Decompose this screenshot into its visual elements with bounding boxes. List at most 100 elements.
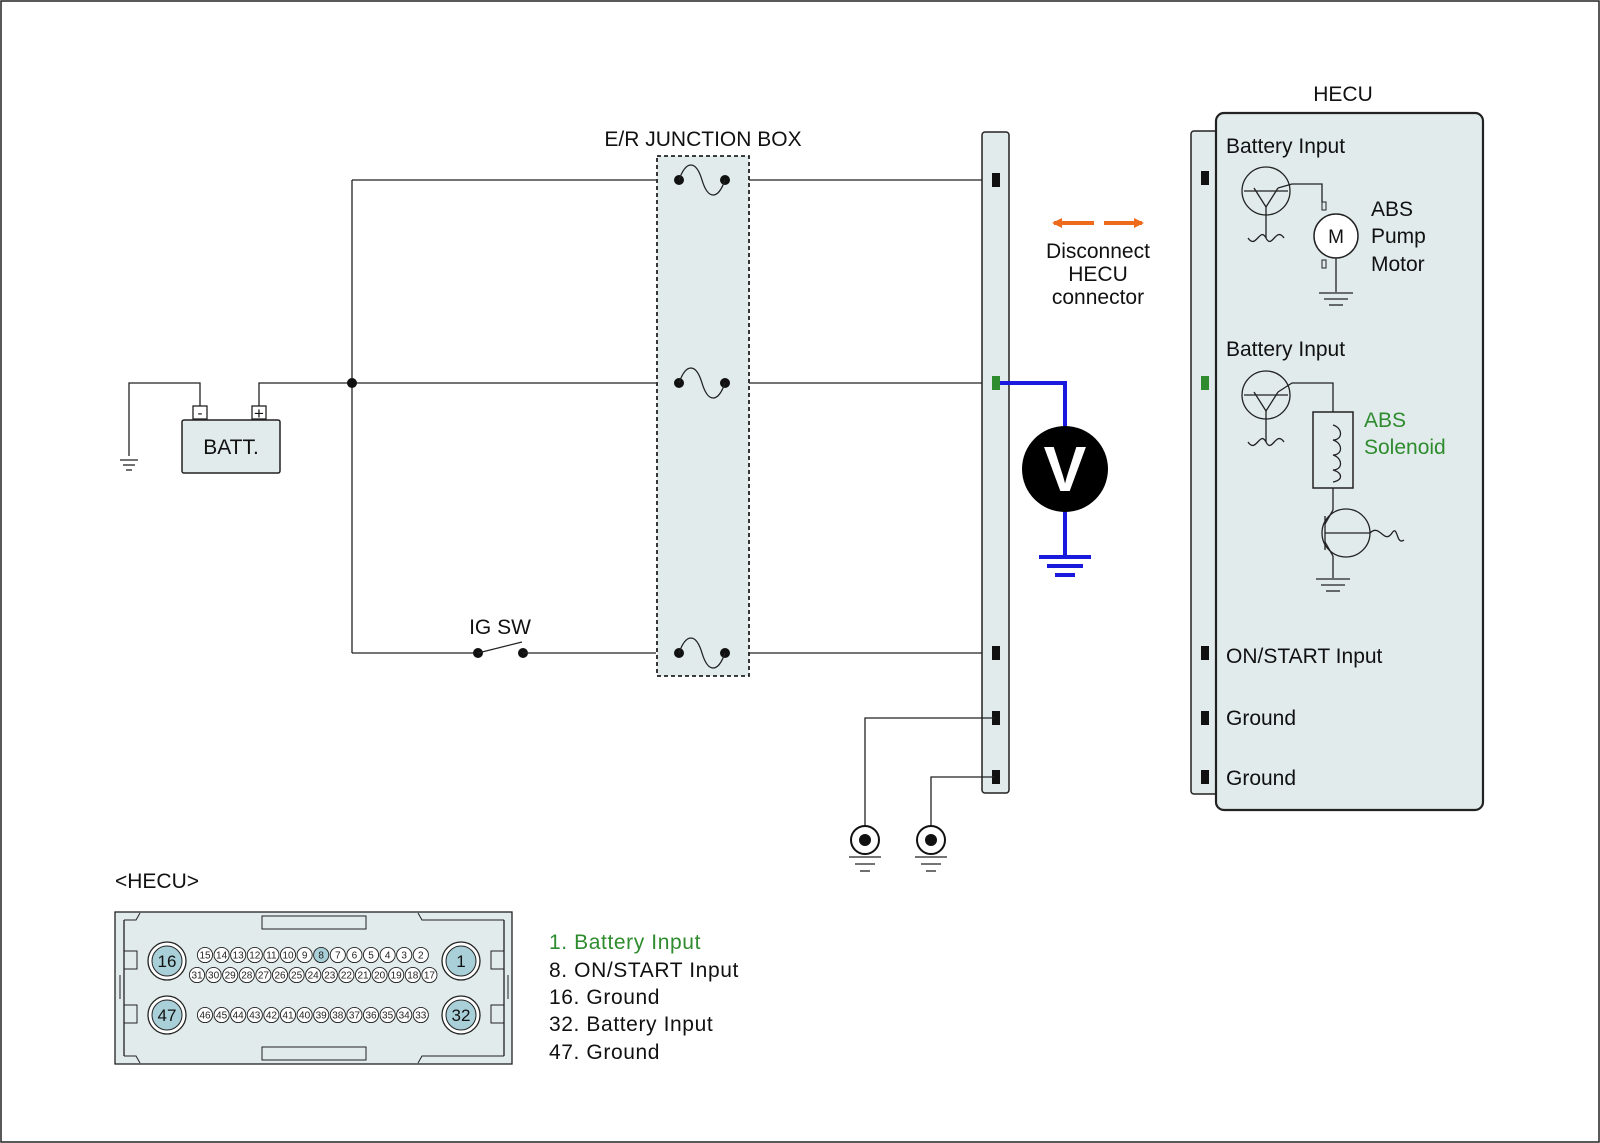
connector-pin-number: 3: [401, 951, 407, 962]
ig-switch: IG SW: [352, 616, 656, 658]
connector-pin: 38: [329, 1006, 346, 1024]
connector-pin: 25: [288, 966, 305, 984]
connector-pin: 5: [362, 946, 380, 964]
connector-pin: 22: [338, 966, 355, 984]
connector-pin: 42: [263, 1006, 280, 1024]
hecu-title: HECU: [1313, 83, 1373, 106]
hecu-pin-label: Ground: [1226, 767, 1296, 790]
connector-big-pin: 47: [147, 995, 187, 1035]
voltmeter: V: [1000, 381, 1108, 577]
connector-pin-number: 18: [407, 971, 419, 982]
connector-pin-number: 45: [216, 1011, 228, 1022]
hecu-pin-label: Battery Input: [1226, 135, 1345, 158]
bus-wire: [258, 382, 656, 406]
svg-text:32: 32: [452, 1006, 471, 1025]
motor-label-1: ABS: [1371, 198, 1413, 221]
harness-pin: [992, 711, 1000, 725]
connector-pin: 13: [230, 946, 247, 964]
pin-legend: 1. Battery Input 8. ON/START Input 16. G…: [549, 931, 739, 1064]
connector-pin: 21: [354, 966, 372, 984]
solenoid-label-2: Solenoid: [1364, 436, 1446, 459]
voltmeter-symbol: V: [1044, 433, 1087, 505]
connector-pin-number: 28: [241, 971, 253, 982]
connector-pin: 39: [313, 1006, 330, 1024]
connector-pin-number: 27: [258, 971, 270, 982]
connector-pin-number: 21: [357, 971, 369, 982]
connector-pin-number: 8: [318, 951, 324, 962]
chassis-ground-icon: [849, 825, 881, 872]
connector-pin-number: 4: [385, 951, 391, 962]
connector-pin: 6: [346, 946, 363, 964]
hecu-pin-label: Battery Input: [1226, 338, 1345, 361]
connector-big-pin: 1: [441, 941, 481, 981]
hecu-pin: [1201, 171, 1209, 185]
connector-pin: 27: [255, 966, 272, 984]
solenoid-icon: [1312, 411, 1354, 489]
harness-pin: [992, 173, 1000, 187]
hecu-pin-label: Ground: [1226, 707, 1296, 730]
legend-item: 8. ON/START Input: [549, 959, 739, 982]
connector-pin: 26: [271, 966, 289, 984]
connector-pin-number: 11: [266, 951, 277, 962]
solenoid-label-1: ABS: [1364, 409, 1406, 432]
connector-big-pin: 32: [441, 995, 481, 1035]
connector-pin-number: 36: [365, 1011, 377, 1022]
connector-pin: 40: [296, 1006, 313, 1024]
legend-item: 47. Ground: [549, 1041, 660, 1064]
junction-box: E/R JUNCTION BOX: [604, 128, 802, 677]
connector-pin: 11: [263, 946, 280, 964]
connector-pin-number: 20: [374, 971, 386, 982]
connector-pin-number: 25: [291, 971, 303, 982]
connector-pin-number: 42: [266, 1011, 278, 1022]
connector-pin: 12: [246, 946, 263, 964]
connector-pin: 34: [396, 1006, 413, 1024]
harness-connector: [981, 131, 1010, 794]
battery-neg-label: -: [198, 405, 203, 422]
motor-ground-icon: [1319, 292, 1353, 306]
hecu-pin-highlight: [1201, 376, 1209, 390]
junction-box-title: E/R JUNCTION BOX: [604, 128, 801, 151]
connector-pin-number: 22: [341, 971, 353, 982]
connector-pin-number: 14: [216, 951, 228, 962]
legend-item: 16. Ground: [549, 986, 660, 1009]
motor-symbol: M: [1328, 227, 1344, 248]
connector-pin: 37: [346, 1006, 363, 1024]
connector-pin-number: 24: [308, 971, 320, 982]
connector-pin: 9: [296, 946, 313, 964]
connector-pin: 31: [188, 966, 206, 984]
solenoid-circuit: ABS Solenoid: [1241, 370, 1446, 592]
battery-pos-label: +: [254, 404, 264, 423]
connector-pin-number: 37: [349, 1011, 361, 1022]
connector-pin: 44: [230, 1006, 247, 1024]
connector-pin-number: 2: [418, 951, 424, 962]
legend-item: 1. Battery Input: [549, 931, 701, 954]
connector-pin-number: 43: [249, 1011, 261, 1022]
connector-pin-number: 9: [302, 951, 308, 962]
connector-pin-number: 34: [399, 1011, 411, 1022]
connector-pin-number: 15: [199, 951, 211, 962]
disconnect-line-2: HECU: [1068, 263, 1128, 286]
connector-pin: 28: [238, 966, 255, 984]
connector-pin: 45: [213, 1006, 230, 1024]
connector-pin: 4: [379, 946, 396, 964]
motor-label-2: Pump: [1371, 225, 1426, 248]
svg-text:1: 1: [456, 952, 465, 971]
connector-pin-number: 31: [191, 971, 203, 982]
hecu-pin-label: ON/START Input: [1226, 645, 1383, 668]
hecu-pin: [1201, 711, 1209, 725]
connector-pin-number: 26: [274, 971, 286, 982]
connector-pin-number: 33: [415, 1011, 427, 1022]
connector-pin: 2: [412, 946, 429, 964]
connector-pin: 19: [388, 966, 405, 984]
ig-switch-label: IG SW: [469, 616, 531, 639]
connector-pin-number: 10: [282, 951, 294, 962]
connector-pin: 30: [205, 966, 222, 984]
disconnect-line-3: connector: [1052, 286, 1144, 309]
pump-motor-circuit: M ABS Pump Motor: [1241, 166, 1426, 306]
connector-pin-number: 17: [424, 971, 436, 982]
connector-pin: 10: [279, 946, 297, 964]
connector-pin-number: 40: [299, 1011, 311, 1022]
